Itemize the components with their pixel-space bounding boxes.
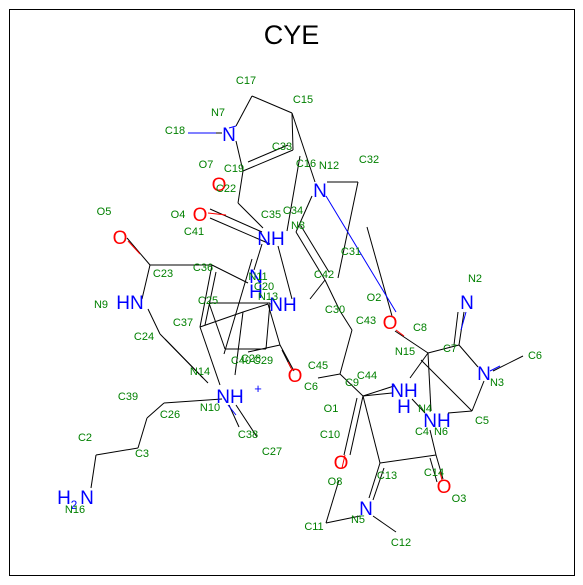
atom-name-label: C16 [296, 158, 316, 170]
atom-name-label: C35 [261, 209, 281, 221]
atom-name-label: C15 [293, 94, 313, 106]
nitrogen-bond-highlights [188, 125, 501, 416]
atom-name-label: N4 [418, 403, 432, 415]
oxygen-atom-label: O [193, 205, 208, 226]
atom-name-label: C34 [283, 205, 303, 217]
diagram-frame [9, 9, 575, 576]
nitrogen-atom-label: NH [423, 411, 450, 432]
atom-name-label: C20 [254, 281, 274, 293]
nitrogen-atom-label: 2 [71, 498, 78, 512]
atom-name-label: N10 [200, 402, 220, 414]
nitrogen-atom-label: H [397, 397, 411, 418]
atom-name-label: N7 [211, 107, 225, 119]
atom-name-label: N16 [65, 504, 85, 516]
atom-name-label: N8 [291, 220, 305, 232]
atom-name-label: C5 [475, 415, 489, 427]
atom-name-label: C40 [231, 355, 251, 367]
atom-name-label: C4 [415, 426, 429, 438]
atom-name-label: C10 [320, 429, 340, 441]
nitrogen-atom-label: H [57, 488, 71, 509]
atom-name-label: C38 [238, 429, 258, 441]
atom-name-label: C29 [253, 355, 273, 367]
atom-name-label: C11 [304, 521, 323, 533]
atom-name-label: N13 [258, 291, 278, 303]
atom-name-label: C33 [272, 141, 292, 153]
atom-name-label: N15 [395, 346, 415, 358]
atom-name-label: N14 [190, 366, 210, 378]
oxygen-atom-label: O [113, 228, 128, 249]
bond-lines [90, 95, 524, 533]
atom-name-label: C14 [424, 467, 444, 479]
atom-name-label: C36 [193, 262, 213, 274]
atom-name-label: C23 [153, 268, 173, 280]
atom-name-label: O7 [199, 159, 214, 171]
nitrogen-atom-label: + [254, 381, 262, 396]
atom-name-label: N6 [434, 426, 448, 438]
atom-name-label: C24 [134, 331, 154, 343]
atom-name-label: C37 [173, 317, 193, 329]
diagram-title: CYE [263, 20, 320, 50]
atom-name-label: C28 [241, 353, 261, 365]
atom-name-label: C41 [184, 226, 204, 238]
nitrogen-atom-label: H [249, 282, 263, 303]
atom-name-label: N9 [94, 299, 108, 311]
atom-name-label: C12 [391, 537, 411, 549]
atom-name-label: C43 [356, 315, 376, 327]
atom-name-label: C42 [314, 269, 334, 281]
atom-name-label: C39 [118, 391, 138, 403]
atom-name-label: C25 [198, 295, 218, 307]
atom-name-label: N5 [351, 514, 365, 526]
nitrogen-atom-label: N [249, 267, 263, 288]
oxygen-bond-highlights [127, 212, 443, 481]
atom-name-label: N12 [319, 160, 339, 172]
atom-name-label: C17 [236, 75, 256, 87]
atom-name-label: C30 [325, 304, 345, 316]
atom-name-label: N11 [248, 271, 267, 283]
atom-name-label: C9 [345, 377, 359, 389]
nitrogen-atom-label: N [222, 125, 236, 146]
nitrogen-atom-label: N [460, 293, 474, 314]
atom-name-label: O3 [452, 493, 467, 505]
atom-name-label: C26 [160, 409, 180, 421]
atom-name-label: C6 [304, 381, 318, 393]
atom-name-label: C27 [262, 446, 282, 458]
atom-name-label: C18 [165, 125, 185, 137]
nitrogen-atom-label: N [313, 181, 327, 202]
atom-name-label: N2 [468, 273, 482, 285]
oxygen-atom-label: O [437, 477, 452, 498]
atom-name-label: C7 [443, 343, 457, 355]
nitrogen-atom-label: N [477, 364, 491, 385]
nitrogen-atom-label: NH [390, 381, 417, 402]
oxygen-atom-label: O [383, 313, 398, 334]
atom-name-label: O5 [97, 206, 112, 218]
atom-name-label: C32 [359, 154, 379, 166]
nitrogen-atom-label: N [80, 488, 94, 509]
atom-name-label: O2 [367, 292, 382, 304]
atom-name-label: O1 [324, 403, 339, 415]
oxygen-atom-label: O [334, 453, 349, 474]
oxygen-atom-label: O [212, 175, 227, 196]
atom-name-label: C45 [308, 360, 328, 372]
atom-name-label: C6 [528, 350, 542, 362]
atom-name-label: N3 [490, 377, 504, 389]
nitrogen-atom-label: NH [216, 387, 243, 408]
nitrogen-atom-label: N [359, 499, 373, 520]
atom-name-label: C2 [78, 432, 92, 444]
nitrogen-atom-label: HN [116, 293, 143, 314]
nitrogen-atom-label: NH [269, 295, 296, 316]
atom-name-label: C3 [135, 448, 149, 460]
nitrogen-atom-label: NH [257, 229, 284, 250]
oxygen-atom-label: O [288, 366, 303, 387]
atom-name-label: C19 [224, 163, 244, 175]
atom-name-label: C13 [377, 470, 397, 482]
atom-name-label: O4 [171, 209, 186, 221]
atom-name-label: O8 [328, 476, 343, 488]
atom-name-label: C31 [341, 246, 361, 258]
atom-name-label: C8 [413, 322, 427, 334]
atom-name-label: C44 [357, 370, 377, 382]
atom-name-label: C22 [216, 183, 236, 195]
